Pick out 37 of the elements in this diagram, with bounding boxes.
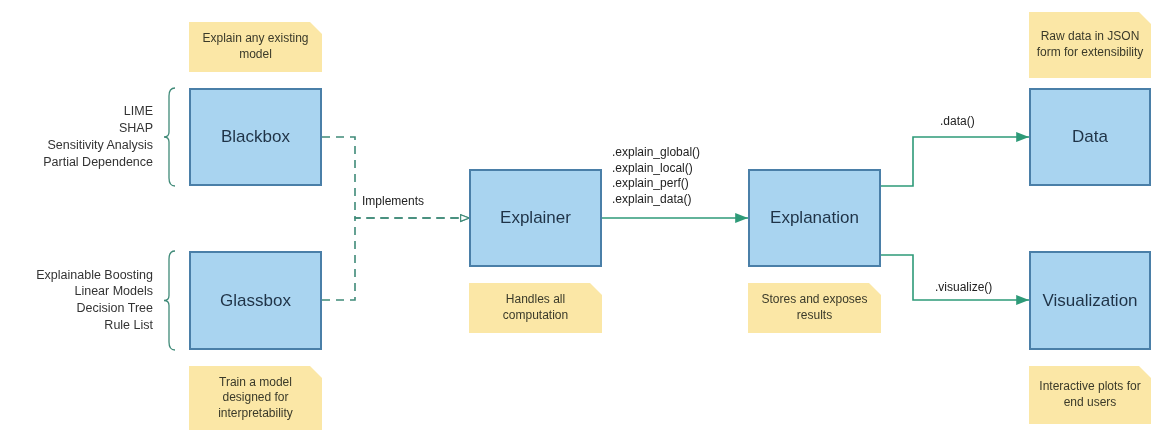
node-label: Blackbox [221,127,290,147]
connector [321,214,470,301]
method-list-item: SHAP [117,120,153,137]
process-box [469,169,602,267]
sticky-note [1029,366,1151,424]
method-list-item: Rule List [103,317,153,335]
node-label: Interactive plots for end users [1038,379,1142,411]
sticky-note [469,283,602,333]
node-label: Data [1072,127,1108,147]
node-label: Explain any existing model [201,31,310,63]
node-label: Explainer [500,208,571,228]
process-box [748,169,881,267]
node-label: Visualization [1042,290,1138,311]
node-label: Raw data in JSON form for extensibility [1035,29,1145,61]
method-list-item: Sensitivity Analysis [46,137,153,154]
edge-label: Implements [362,194,425,210]
edge-label: .data() [940,114,975,130]
node-label: Stores and exposes results [760,292,869,324]
connector [880,254,1030,306]
sticky-note [189,366,322,430]
node-label: Explanation [770,208,859,228]
connector [601,212,749,224]
connector [880,131,1030,187]
method-list-item: Decision Tree [75,300,153,318]
node-label: Handles all computation [501,292,570,324]
edge-label: .visualize() [935,280,993,296]
sticky-note [1029,12,1151,78]
node-label: Train a model designed for interpretability [217,374,294,422]
process-box [1029,251,1151,350]
method-list-item: Partial Dependence [43,153,153,171]
sticky-note [748,283,881,333]
method-list-item: Explainable Boosting [36,266,153,284]
sticky-note [189,22,322,72]
method-list-item: LIME [122,103,153,121]
node-label: Glassbox [220,290,291,311]
method-list-item: Linear Models [73,283,153,301]
process-box [1029,88,1151,186]
